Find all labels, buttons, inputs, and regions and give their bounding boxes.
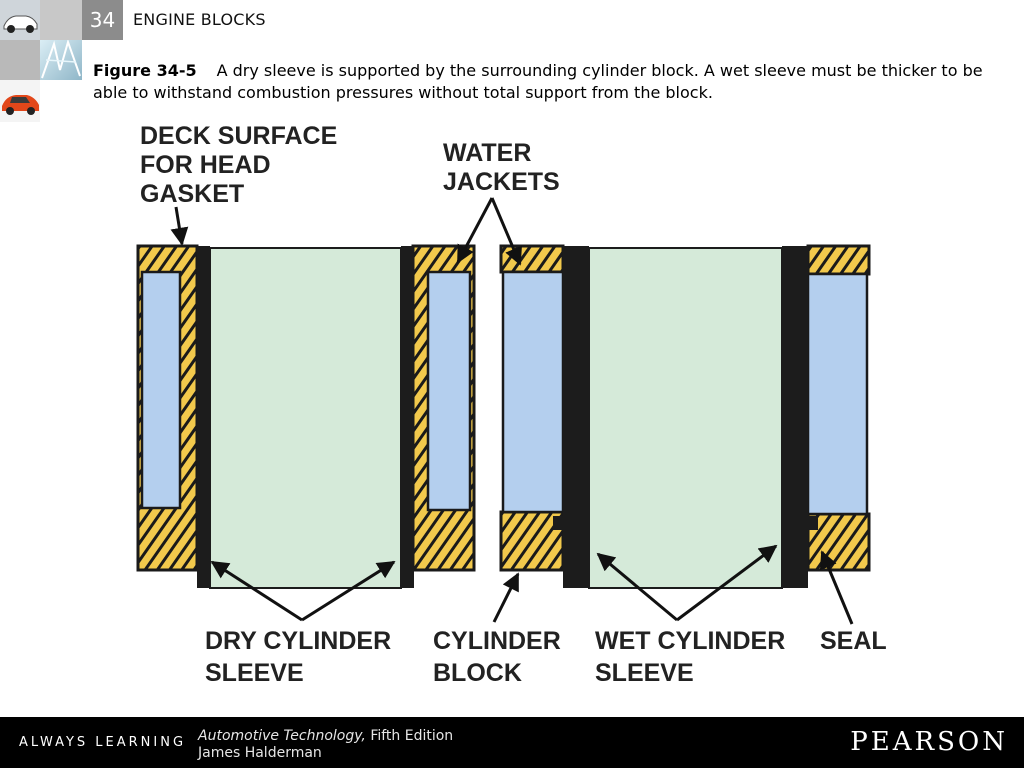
wet-water-jacket-left [501,270,565,514]
callout-arrows [170,197,854,625]
label-deck-surface-line3: GASKET [140,180,244,208]
wet-water-jacket-right [806,272,869,516]
label-deck-surface: DECK SURFACE FOR HEAD GASKET [140,122,344,208]
label-water-jackets-line1: WATER [443,139,531,167]
label-seal: SEAL [820,627,887,655]
red-car-thumbnail-image [0,80,40,122]
footer-author: James Halderman [198,745,322,761]
label-deck-surface-line2: FOR HEAD [140,151,271,179]
arrow-seal [819,550,854,625]
label-cylinder-block-line1: CYLINDER [433,627,561,655]
footer-bar: ALWAYS LEARNING Automotive Technology, F… [0,717,1024,768]
footer-book-info: Automotive Technology, Fifth Edition Jam… [198,728,453,762]
label-dry-sleeve-line2: SLEEVE [205,659,304,687]
wet-sleeve-right-wall [782,246,808,588]
chapter-number: 34 [82,0,123,40]
wet-block-left-top [499,244,565,274]
figure-label: Figure 34-5 [93,61,197,80]
label-cylinder-block: CYLINDER BLOCK [433,627,568,687]
wet-block-right-bottom [806,512,871,572]
label-water-jackets: WATER JACKETS [443,139,560,196]
wet-sleeve-left-wall [563,246,589,588]
arrow-dry-sleeve-left [210,560,303,622]
dry-sleeve-assembly [136,244,476,589]
label-cylinder-block-line2: BLOCK [433,659,522,687]
label-wet-sleeve-line1: WET CYLINDER [595,627,785,655]
footer-book-title: Automotive Technology, [198,728,366,744]
label-wet-sleeve: WET CYLINDER SLEEVE [595,627,792,687]
footer-book-edition: Fifth Edition [365,728,454,744]
label-wet-sleeve-line2: SLEEVE [595,659,694,687]
dry-cylinder-bore [209,247,402,589]
car-thumbnail-image [0,0,40,40]
chapter-title: ENGINE BLOCKS [133,10,266,29]
dry-sleeve-left-wall [197,246,210,588]
ice-thumbnail-image [40,40,82,80]
arrow-water-jacket-dry [456,197,494,264]
wet-seal-right [806,516,818,530]
arrow-wet-sleeve-right [676,544,778,622]
wet-cylinder-bore [588,247,783,589]
arrow-wet-sleeve-left [596,552,678,622]
gray-thumbnail [0,40,40,80]
arrow-deck-surface [170,206,189,246]
label-water-jackets-line2: JACKETS [443,168,560,196]
dry-water-jacket-right [426,270,472,512]
dry-water-jacket-left [140,270,182,510]
wet-block-right-top [806,244,871,276]
label-seal-line1: SEAL [820,627,887,655]
footer-tagline: ALWAYS LEARNING [19,735,187,750]
arrow-water-jacket-wet [490,197,522,266]
pearson-logo: PEARSON [850,727,1008,757]
arrow-cylinder-block [492,572,520,623]
wet-seal-left [553,516,565,530]
label-dry-sleeve: DRY CYLINDER SLEEVE [205,627,398,687]
gray-thumbnail-2 [40,0,82,40]
cylinder-sleeve-diagram: DECK SURFACE FOR HEAD GASKET WATER JACKE… [136,122,887,687]
wet-sleeve-assembly [499,244,871,589]
dry-sleeve-right-wall [401,246,414,588]
arrow-dry-sleeve-right [301,560,396,622]
label-dry-sleeve-line1: DRY CYLINDER [205,627,391,655]
label-deck-surface-line1: DECK SURFACE [140,122,337,150]
figure-caption-text: A dry sleeve is supported by the surroun… [93,61,983,102]
